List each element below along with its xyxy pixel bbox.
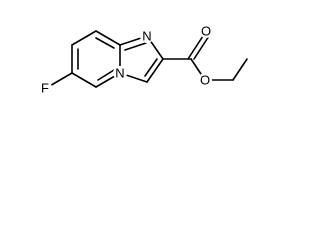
bond-ring6-c5-n4-inner <box>97 69 115 81</box>
bond-ring5-c8a-n1-inner <box>124 42 147 51</box>
atom-ester-oxygen-mask <box>198 73 212 87</box>
bond-carbonyl-double-a <box>187 35 204 60</box>
atom-carbonyl-oxygen: O <box>199 24 213 39</box>
bond-ring5-c2-c3 <box>146 58 164 83</box>
atom-imine-nitrogen-label: N <box>142 29 151 44</box>
atom-imine-nitrogen: N <box>140 29 154 44</box>
atom-fluorine-mask <box>38 81 52 95</box>
bond-ring5-c2-c3-inner <box>144 58 158 77</box>
bond-ring6-c8a-c8-inner <box>95 37 115 49</box>
atom-bridge-nitrogen-mask <box>113 66 127 80</box>
atom-carbonyl-oxygen-label: O <box>201 24 211 39</box>
atom-bridge-nitrogen: N <box>113 66 127 81</box>
atom-imine-nitrogen-mask <box>140 29 154 43</box>
bond-ring6-c8a-c8 <box>95 30 121 46</box>
bond-ch2-ch3 <box>232 58 248 81</box>
atom-fluorine: F <box>38 81 52 96</box>
atom-bridge-nitrogen-label: N <box>115 66 124 81</box>
bond-ring6-c8-c7 <box>71 30 97 46</box>
atom-ester-oxygen-label: O <box>200 73 210 88</box>
atom-ester-oxygen: O <box>198 73 212 88</box>
bond-ring6-c6-c5 <box>71 72 97 88</box>
atom-fluorine-label: F <box>41 81 49 96</box>
bond-c6-fluorine <box>47 72 73 88</box>
bond-carbonyl-double-b <box>193 35 210 60</box>
atom-label-layer: N N O O F <box>38 24 213 96</box>
chemical-structure: N N O O F <box>38 24 248 96</box>
atom-carbonyl-oxygen-mask <box>199 24 213 38</box>
